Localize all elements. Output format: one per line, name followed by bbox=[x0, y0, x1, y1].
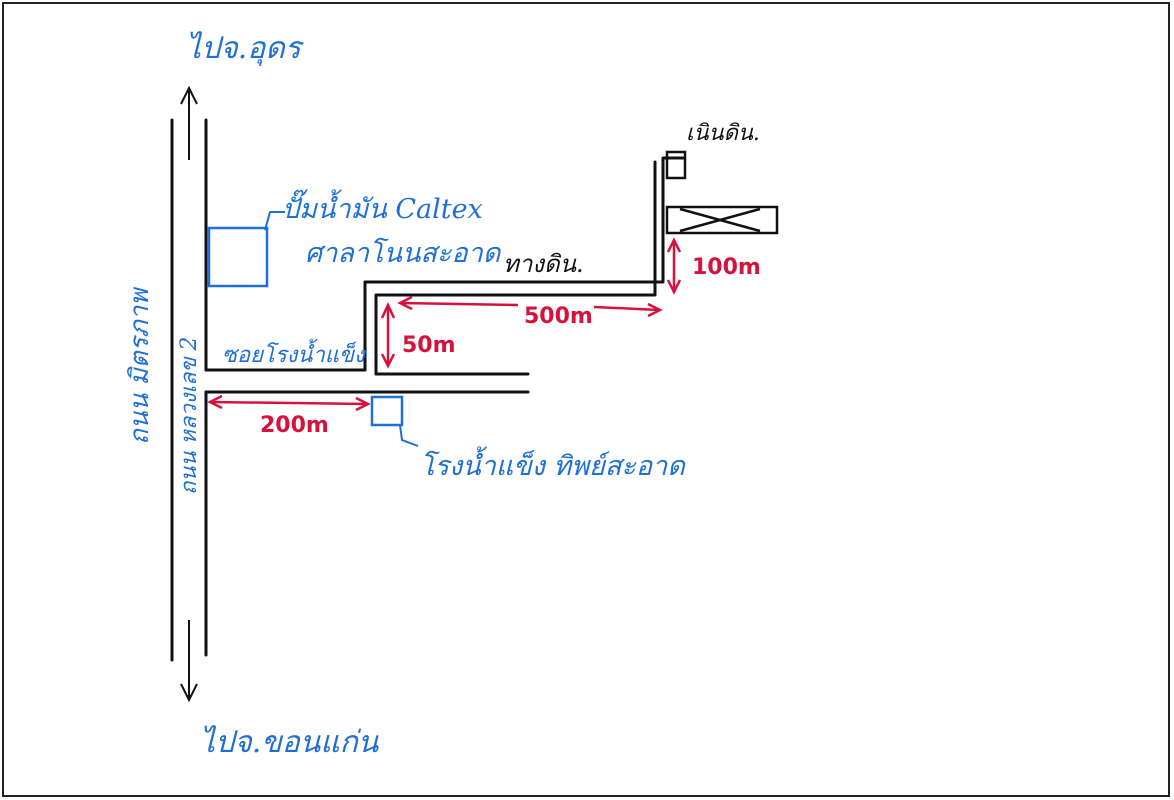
arrow-down-icon bbox=[180, 620, 198, 703]
dirt-road-inner-edge bbox=[374, 160, 657, 376]
ice-factory-leader bbox=[399, 424, 419, 447]
second-leg-distance: 50m bbox=[402, 333, 456, 358]
third-leg-distance: 500m bbox=[524, 304, 593, 329]
distance-arrow-third-leg bbox=[397, 295, 663, 318]
crossed-box-icon bbox=[665, 205, 779, 235]
gas-station-leader bbox=[264, 211, 285, 231]
arrow-up-icon bbox=[180, 85, 198, 160]
ice-factory-label: โรงน้ำแข็ง ทิพย์สะอาด bbox=[420, 446, 686, 482]
gas-station-marker bbox=[207, 226, 269, 288]
ice-factory-marker bbox=[370, 395, 404, 427]
distance-arrow-fourth-leg bbox=[666, 237, 682, 295]
distance-arrow-second-leg bbox=[380, 302, 396, 369]
gas-station-label-line2: ศาลาโนนสะอาด bbox=[305, 237, 502, 269]
to-north-label: ไปจ.อุดร bbox=[186, 31, 305, 66]
destination-marker bbox=[665, 150, 687, 180]
main-road bbox=[170, 118, 208, 662]
alley-label: ซอยโรงน้ำแข็ง bbox=[222, 338, 367, 368]
highway-label: ถนน หลวงเลข 2 bbox=[177, 336, 202, 495]
main-road-label: ถนน มิตรภาพ bbox=[125, 287, 155, 445]
fourth-leg-distance: 100m bbox=[692, 255, 761, 280]
first-leg-distance: 200m bbox=[260, 413, 329, 438]
gas-station-label-line1: ปั๊มน้ำมัน Caltex bbox=[282, 189, 483, 225]
to-south-label: ไปจ.ขอนแก่น bbox=[200, 725, 380, 760]
distance-arrow-first-leg bbox=[207, 394, 371, 412]
dirt-road-label: ทางดิน. bbox=[503, 250, 584, 278]
destination-label: เนินดิน. bbox=[686, 121, 760, 146]
